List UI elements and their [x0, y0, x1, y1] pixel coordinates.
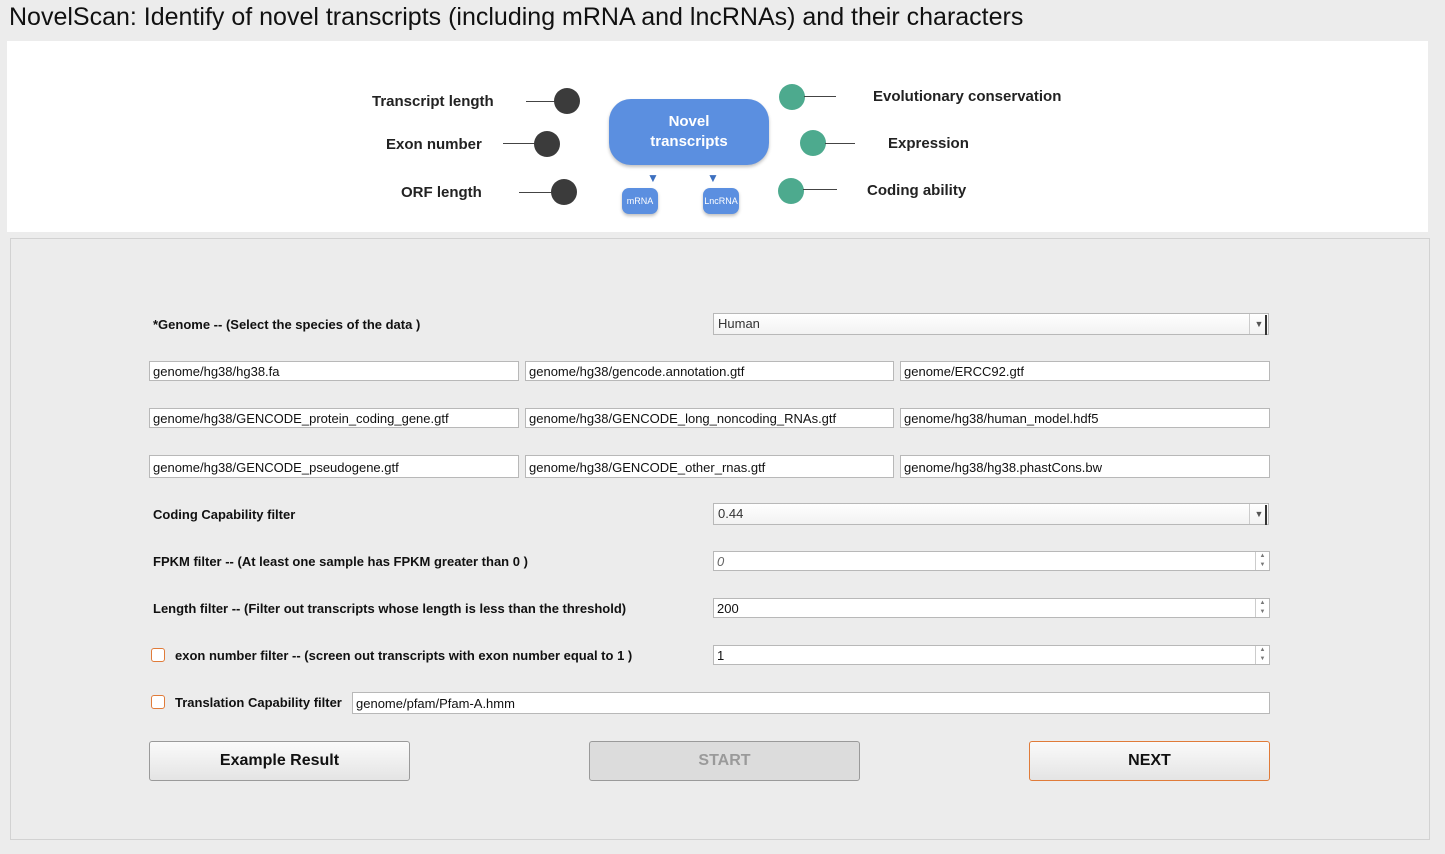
exon-filter-label: exon number filter -- (screen out transc…: [175, 648, 633, 663]
dark-dot-icon: [554, 88, 580, 114]
file-field-model-hdf5[interactable]: genome/hg38/human_model.hdf5: [900, 408, 1270, 428]
genome-select-value: Human: [718, 316, 760, 331]
translation-filter-label: Translation Capability filter: [175, 695, 342, 710]
novel-transcripts-box: Novel transcripts: [609, 99, 769, 165]
banner-connector: [503, 143, 535, 144]
exon-filter-spinner[interactable]: 1 ▲▼: [713, 645, 1270, 665]
banner-label-expression: Expression: [888, 135, 969, 152]
file-field-annotation-gtf[interactable]: genome/hg38/gencode.annotation.gtf: [525, 361, 894, 381]
file-field-genome-fasta[interactable]: genome/hg38/hg38.fa: [149, 361, 519, 381]
banner-connector: [526, 101, 556, 102]
exon-filter-value: 1: [717, 648, 725, 663]
file-field-ercc-gtf[interactable]: genome/ERCC92.gtf: [900, 361, 1270, 381]
start-button[interactable]: START: [589, 741, 860, 781]
fpkm-filter-value: 0: [717, 554, 725, 569]
coding-capability-select[interactable]: 0.44 ▼: [713, 503, 1269, 525]
dark-dot-icon: [551, 179, 577, 205]
coding-capability-value: 0.44: [718, 506, 744, 521]
app-title: NovelScan: Identify of novel transcripts…: [9, 3, 1024, 31]
file-field-other-rnas-gtf[interactable]: genome/hg38/GENCODE_other_rnas.gtf: [525, 455, 894, 478]
spinner-arrows-icon[interactable]: ▲▼: [1255, 599, 1269, 617]
arrow-down-left-icon: ▼: [647, 171, 659, 185]
exon-filter-checkbox[interactable]: [151, 648, 165, 662]
length-filter-label: Length filter -- (Filter out transcripts…: [153, 601, 627, 616]
green-dot-icon: [778, 178, 804, 204]
banner-connector: [519, 192, 553, 193]
genome-select[interactable]: Human ▼: [713, 313, 1269, 335]
banner-label-evolutionary-conservation: Evolutionary conservation: [873, 88, 1062, 105]
length-filter-spinner[interactable]: 200 ▲▼: [713, 598, 1270, 618]
mrna-box: mRNA: [622, 188, 658, 214]
coding-capability-label: Coding Capability filter: [153, 507, 296, 522]
spinner-arrows-icon[interactable]: ▲▼: [1255, 646, 1269, 664]
settings-panel: [10, 238, 1430, 840]
translation-filter-checkbox[interactable]: [151, 695, 165, 709]
fpkm-filter-label: FPKM filter -- (At least one sample has …: [153, 554, 528, 569]
genome-label: *Genome -- (Select the species of the da…: [153, 317, 421, 332]
file-field-phastcons-bw[interactable]: genome/hg38/hg38.phastCons.bw: [900, 455, 1270, 478]
banner-connector: [804, 96, 836, 97]
banner-label-transcript-length: Transcript length: [372, 93, 494, 110]
lncrna-box: LncRNA: [703, 188, 739, 214]
length-filter-value: 200: [717, 601, 739, 616]
green-dot-icon: [800, 130, 826, 156]
banner-connector: [825, 143, 855, 144]
translation-filter-field[interactable]: genome/pfam/Pfam-A.hmm: [352, 692, 1270, 714]
banner-label-exon-number: Exon number: [386, 136, 482, 153]
chevron-down-icon[interactable]: ▼: [1249, 504, 1268, 525]
file-field-lncrna-gtf[interactable]: genome/hg38/GENCODE_long_noncoding_RNAs.…: [525, 408, 894, 428]
file-field-protein-coding-gtf[interactable]: genome/hg38/GENCODE_protein_coding_gene.…: [149, 408, 519, 428]
spinner-arrows-icon[interactable]: ▲▼: [1255, 552, 1269, 570]
banner-label-coding-ability: Coding ability: [867, 182, 967, 199]
dark-dot-icon: [534, 131, 560, 157]
file-field-pseudogene-gtf[interactable]: genome/hg38/GENCODE_pseudogene.gtf: [149, 455, 519, 478]
example-result-button[interactable]: Example Result: [149, 741, 410, 781]
arrow-down-right-icon: ▼: [707, 171, 719, 185]
green-dot-icon: [779, 84, 805, 110]
feature-banner: Transcript length Exon number ORF length…: [7, 41, 1428, 232]
chevron-down-icon[interactable]: ▼: [1249, 314, 1268, 335]
next-button[interactable]: NEXT: [1029, 741, 1270, 781]
fpkm-filter-spinner[interactable]: 0 ▲▼: [713, 551, 1270, 571]
banner-connector: [803, 189, 837, 190]
banner-label-orf-length: ORF length: [401, 184, 482, 201]
